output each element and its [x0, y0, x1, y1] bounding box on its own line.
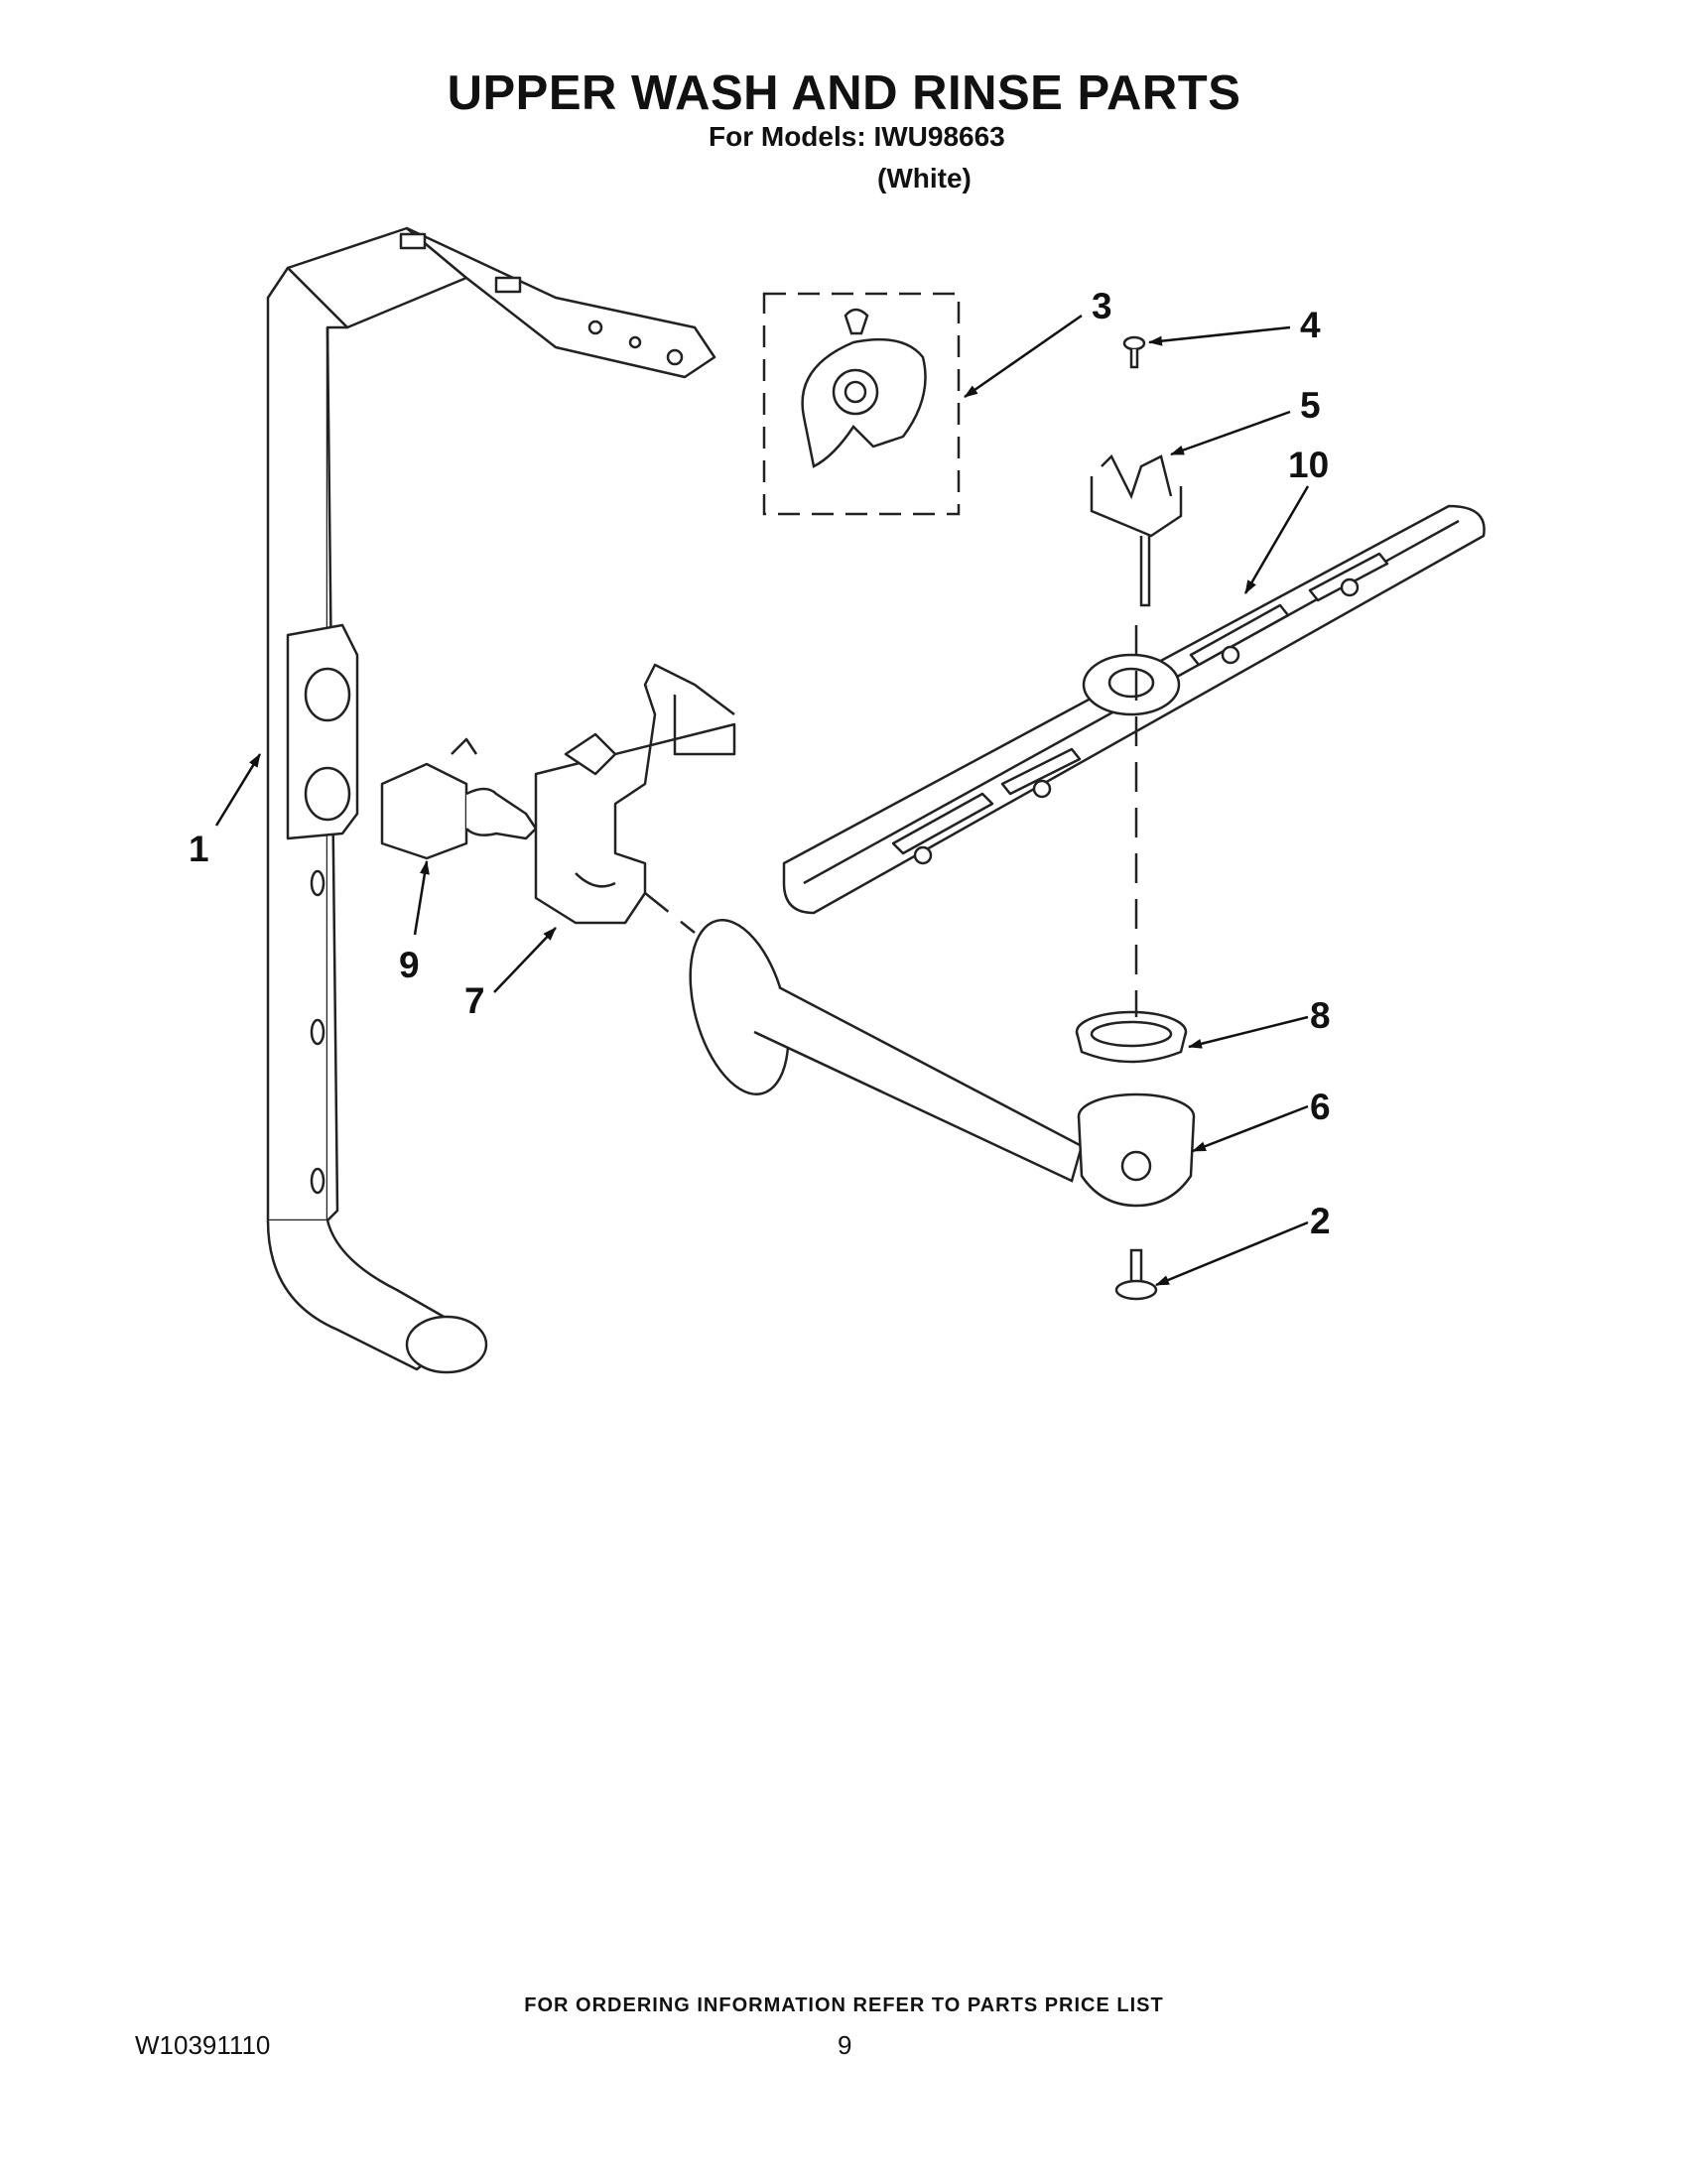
callout-7: 7 — [464, 980, 485, 1021]
part-5-bearing-clip — [1090, 453, 1183, 607]
part-9-diverter-valve — [380, 737, 538, 860]
part-3-spray-arm-mount — [762, 292, 961, 516]
callout-arrows — [214, 314, 1310, 1287]
ordering-note: FOR ORDERING INFORMATION REFER TO PARTS … — [524, 1994, 1164, 2016]
part-10-upper-spray-arm — [782, 504, 1486, 915]
callout-9: 9 — [399, 945, 420, 985]
callout-6: 6 — [1310, 1087, 1331, 1127]
part-8-seal-ring — [1075, 1010, 1188, 1064]
document-number: W10391110 — [135, 2030, 271, 2060]
color-line: (White) — [877, 163, 972, 193]
page-title: UPPER WASH AND RINSE PARTS — [447, 66, 1241, 120]
assembly-guide-lines — [644, 625, 1138, 1017]
callout-3: 3 — [1092, 286, 1112, 326]
part-7-bracket — [534, 663, 736, 925]
part-wash-tube — [689, 919, 1084, 1183]
callout-2: 2 — [1310, 1201, 1331, 1241]
part-6-hub — [1077, 1092, 1196, 1208]
callout-5: 5 — [1300, 385, 1321, 426]
callout-8: 8 — [1310, 995, 1331, 1036]
part-4-screw — [1122, 335, 1146, 369]
callout-10: 10 — [1288, 445, 1330, 485]
part-2-screw — [1114, 1248, 1158, 1301]
callout-1: 1 — [189, 829, 209, 869]
page-number: 9 — [838, 2030, 852, 2060]
models-line: For Models: IWU98663 — [709, 121, 1005, 152]
callout-4: 4 — [1300, 305, 1321, 345]
part-1-supply-tube — [266, 226, 716, 1374]
